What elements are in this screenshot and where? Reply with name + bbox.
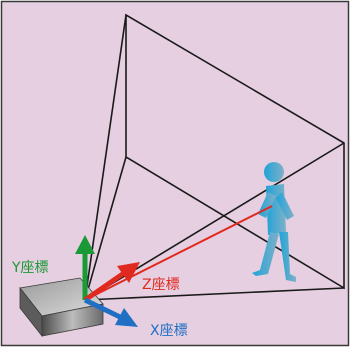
y-axis-label: Y座標 — [11, 260, 49, 276]
z-axis-arrow — [83, 262, 140, 303]
y-axis-arrow — [75, 235, 95, 300]
x-axis-label: X座標 — [150, 323, 188, 339]
distance-ray — [84, 205, 273, 301]
depth-camera-icon — [19, 277, 104, 338]
frustum-edge-bottom-right — [84, 287, 345, 301]
z-axis-label: Z座標 — [142, 277, 180, 293]
frustum-edge-bottom-left — [84, 156, 127, 301]
x-axis-arrow — [83, 297, 138, 327]
